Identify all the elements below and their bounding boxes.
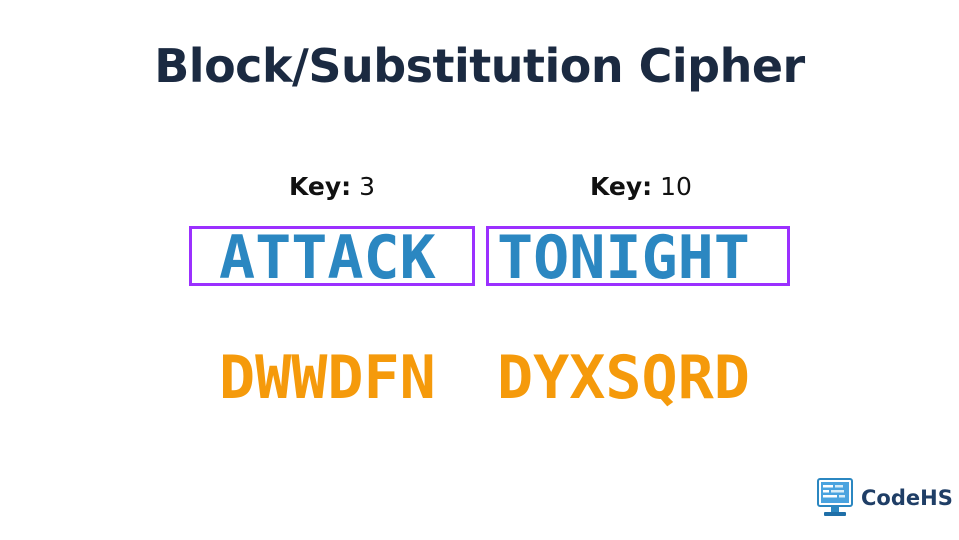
- plaintext-block-2: TONIGHT: [497, 223, 750, 293]
- ciphertext-block-2: DYXSQRD: [497, 343, 750, 413]
- block-outline-1: [189, 226, 475, 286]
- computer-monitor-icon: [817, 478, 853, 518]
- key-label-block-2: Key: 10: [590, 171, 692, 203]
- ciphertext-block-1: DWWDFN: [219, 343, 436, 413]
- logo-text: CodeHS: [861, 486, 953, 510]
- key-value: 10: [660, 172, 692, 201]
- page-title: Block/Substitution Cipher: [154, 39, 805, 93]
- key-label-text: Key:: [590, 172, 653, 201]
- plaintext-block-1: ATTACK: [219, 223, 436, 293]
- block-outline-2: [486, 226, 790, 286]
- codehs-logo: CodeHS: [817, 478, 953, 518]
- key-label-text: Key:: [289, 172, 352, 201]
- key-value: 3: [359, 172, 376, 201]
- key-label-block-1: Key: 3: [289, 171, 375, 203]
